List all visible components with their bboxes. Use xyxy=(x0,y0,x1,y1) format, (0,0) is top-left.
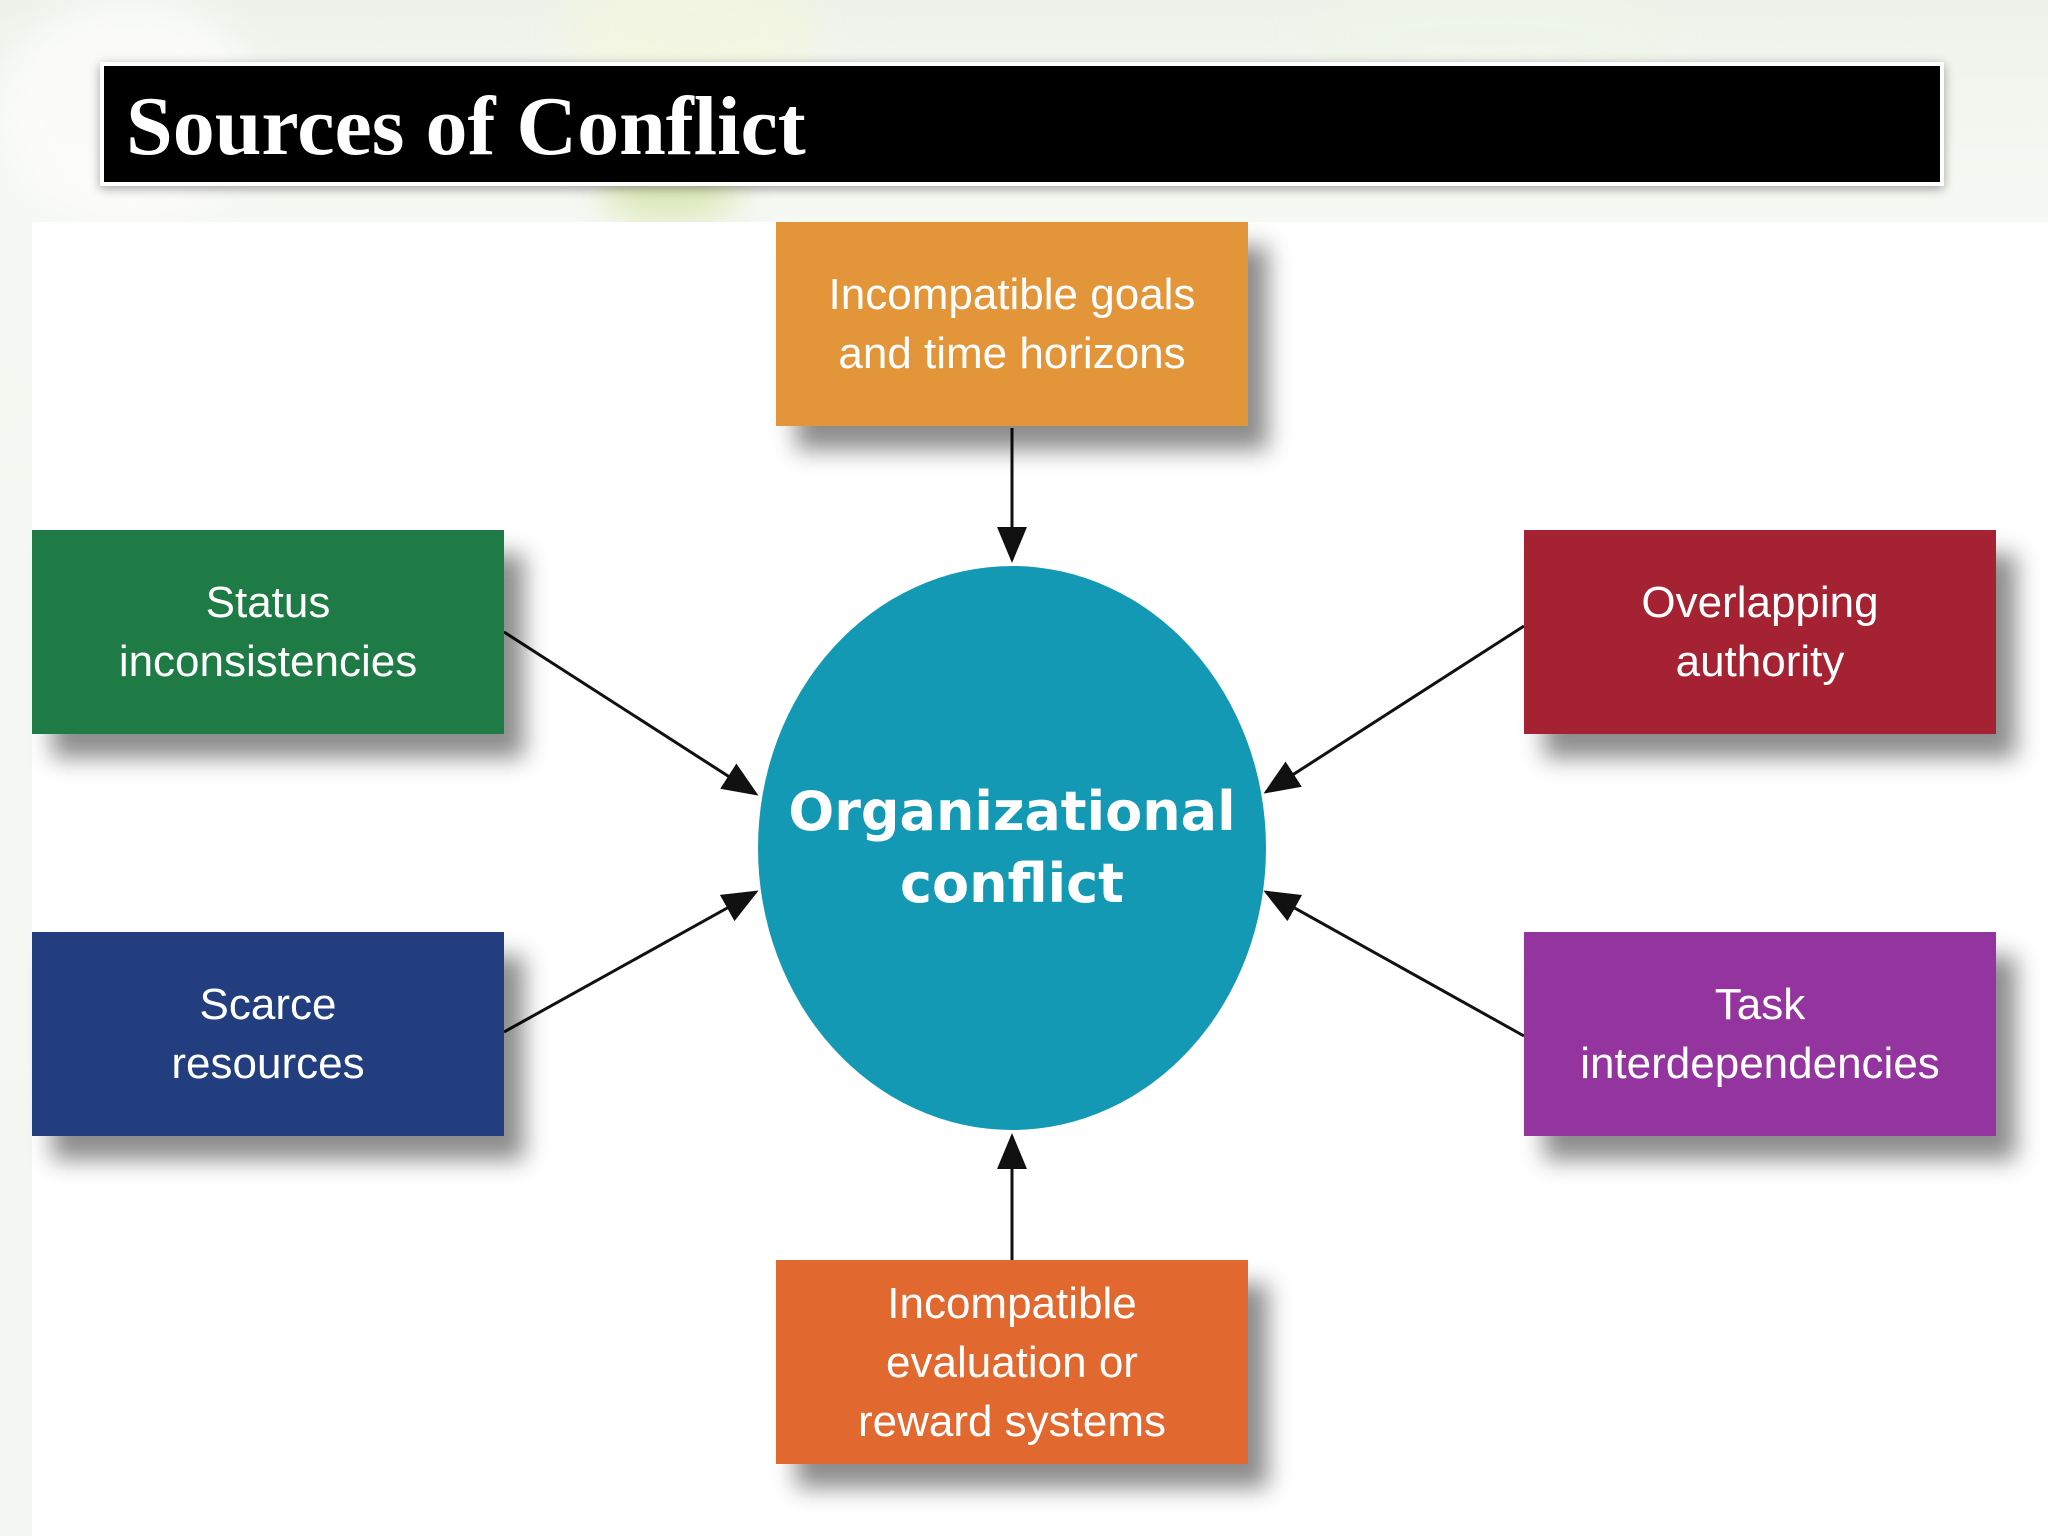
source-box-status-inconsistencies: Status inconsistencies xyxy=(32,530,504,734)
source-label-task-interdependencies: Task interdependencies xyxy=(1580,980,1940,1088)
center-label: Organizational conflict xyxy=(788,780,1236,915)
arrow-status xyxy=(503,630,759,796)
arrow-scarce xyxy=(503,890,759,1034)
slide-title: Sources of Conflict xyxy=(126,80,806,173)
source-label-incompatible-goals: Incompatible goals and time horizons xyxy=(828,270,1196,378)
source-box-incompatible-goals: Incompatible goals and time horizons xyxy=(776,222,1248,426)
source-box-scarce-resources: Scarce resources xyxy=(32,932,504,1136)
source-label-scarce-resources: Scarce resources xyxy=(171,980,365,1088)
arrow-task xyxy=(1263,890,1525,1038)
source-label-incompatible-reward-systems: Incompatible evaluation or reward system… xyxy=(857,1278,1167,1446)
source-label-status-inconsistencies: Status inconsistencies xyxy=(118,578,418,686)
organizational-conflict-circle: Organizational conflict xyxy=(758,566,1266,1130)
source-box-task-interdependencies: Task interdependencies xyxy=(1524,932,1996,1136)
source-label-overlapping-authority: Overlapping authority xyxy=(1641,578,1879,686)
source-box-incompatible-reward-systems: Incompatible evaluation or reward system… xyxy=(776,1260,1248,1464)
slide-title-bar: Sources of Conflict xyxy=(100,62,1944,186)
arrow-authority xyxy=(1263,624,1525,794)
source-box-overlapping-authority: Overlapping authority xyxy=(1524,530,1996,734)
